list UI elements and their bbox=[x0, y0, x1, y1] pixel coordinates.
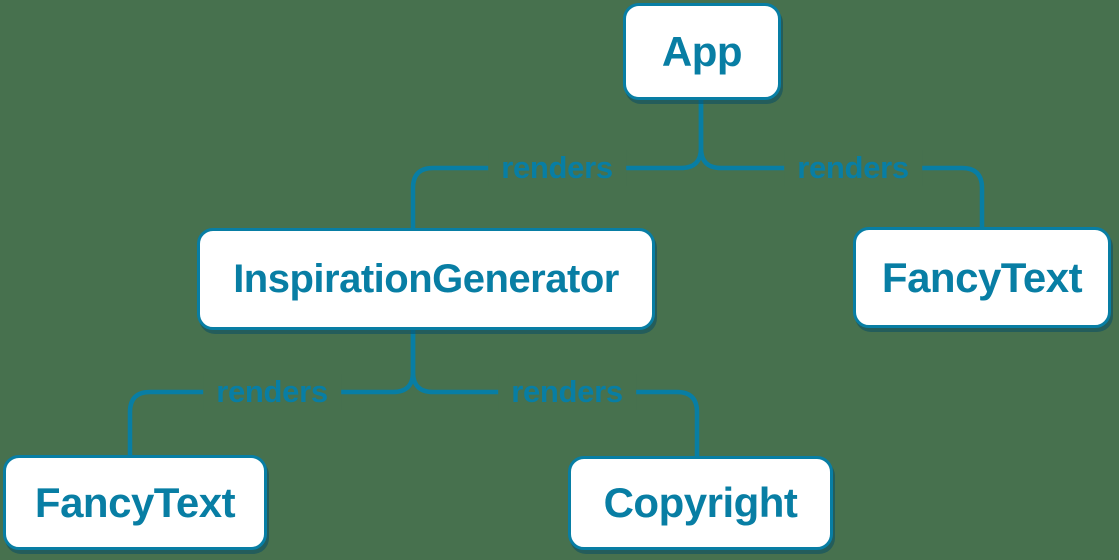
node-fancy-text-top-label: FancyText bbox=[881, 253, 1083, 301]
node-copyright-label: Copyright bbox=[603, 479, 798, 526]
node-fancy-text-top: FancyText bbox=[853, 227, 1111, 328]
node-fancy-text-bottom: FancyText bbox=[3, 455, 267, 550]
node-inspiration-generator-label: InspirationGenerator bbox=[233, 256, 619, 301]
node-fancy-text-bottom-label: FancyText bbox=[34, 478, 236, 526]
edge-label-app-to-fancytext: renders bbox=[784, 150, 922, 186]
node-inspiration-generator: InspirationGenerator bbox=[197, 228, 655, 330]
edge-label-app-to-inspirationgenerator: renders bbox=[488, 150, 626, 186]
edge-label-inspirationgenerator-to-fancytext: renders bbox=[203, 374, 341, 410]
node-app: App bbox=[623, 3, 781, 100]
edge-label-inspirationgenerator-to-copyright: renders bbox=[498, 374, 636, 410]
node-app-label: App bbox=[661, 27, 743, 75]
node-copyright: Copyright bbox=[568, 456, 833, 550]
